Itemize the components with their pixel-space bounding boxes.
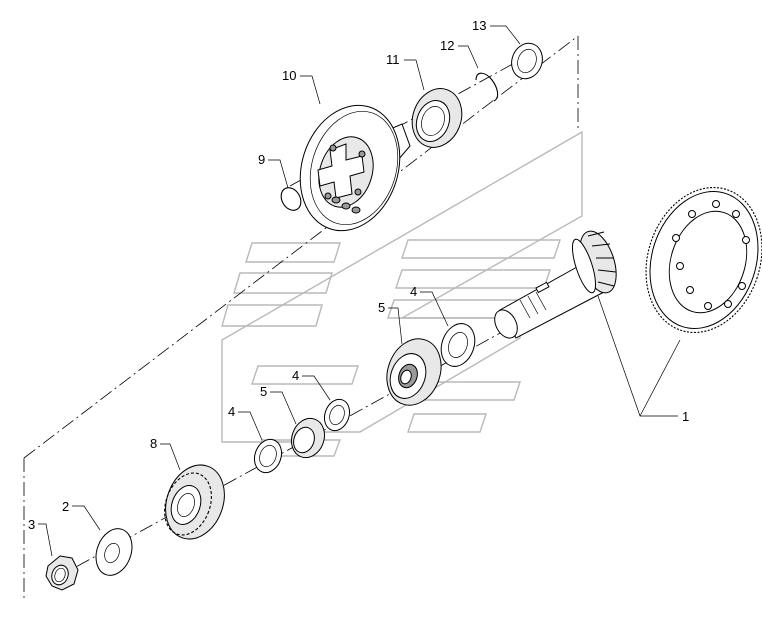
callout-4-lower: 4	[228, 404, 235, 419]
part-4-washer-lower	[253, 438, 283, 474]
part-5-bearing-lower	[290, 417, 326, 459]
part-10-differential-housing	[299, 104, 411, 232]
callout-11: 11	[386, 52, 400, 67]
callout-4-upper: 4	[410, 284, 417, 299]
part-8-roller-bearing	[164, 464, 225, 540]
part-9-o-ring	[280, 187, 302, 211]
part-1-pinion-shaft	[494, 230, 617, 339]
callout-5-upper: 5	[378, 300, 385, 315]
leader-lines	[38, 25, 681, 557]
callout-2: 2	[62, 499, 69, 514]
part-13-washer	[511, 42, 543, 80]
callout-10: 10	[282, 68, 296, 83]
callout-labels: 1 2 3 4 4 4 5 5 8 9 10 11 12 13	[28, 18, 689, 532]
callout-3: 3	[28, 517, 35, 532]
part-5-bearing-upper	[386, 338, 442, 406]
part-2-lock-plate	[95, 528, 133, 576]
callout-1: 1	[682, 409, 689, 424]
callout-9: 9	[258, 152, 265, 167]
part-3-nut	[45, 555, 79, 591]
part-1-ring-gear	[645, 186, 762, 334]
callout-8: 8	[150, 436, 157, 451]
callout-5-lower: 5	[260, 384, 267, 399]
part-4-spacer-ring	[323, 398, 351, 432]
part-12-snap-ring	[475, 72, 499, 102]
callout-12: 12	[440, 38, 454, 53]
part-4-washer-upper	[440, 323, 476, 367]
part-11-bearing-race	[411, 88, 463, 148]
callout-13: 13	[472, 18, 486, 33]
callout-4-middle: 4	[292, 368, 299, 383]
